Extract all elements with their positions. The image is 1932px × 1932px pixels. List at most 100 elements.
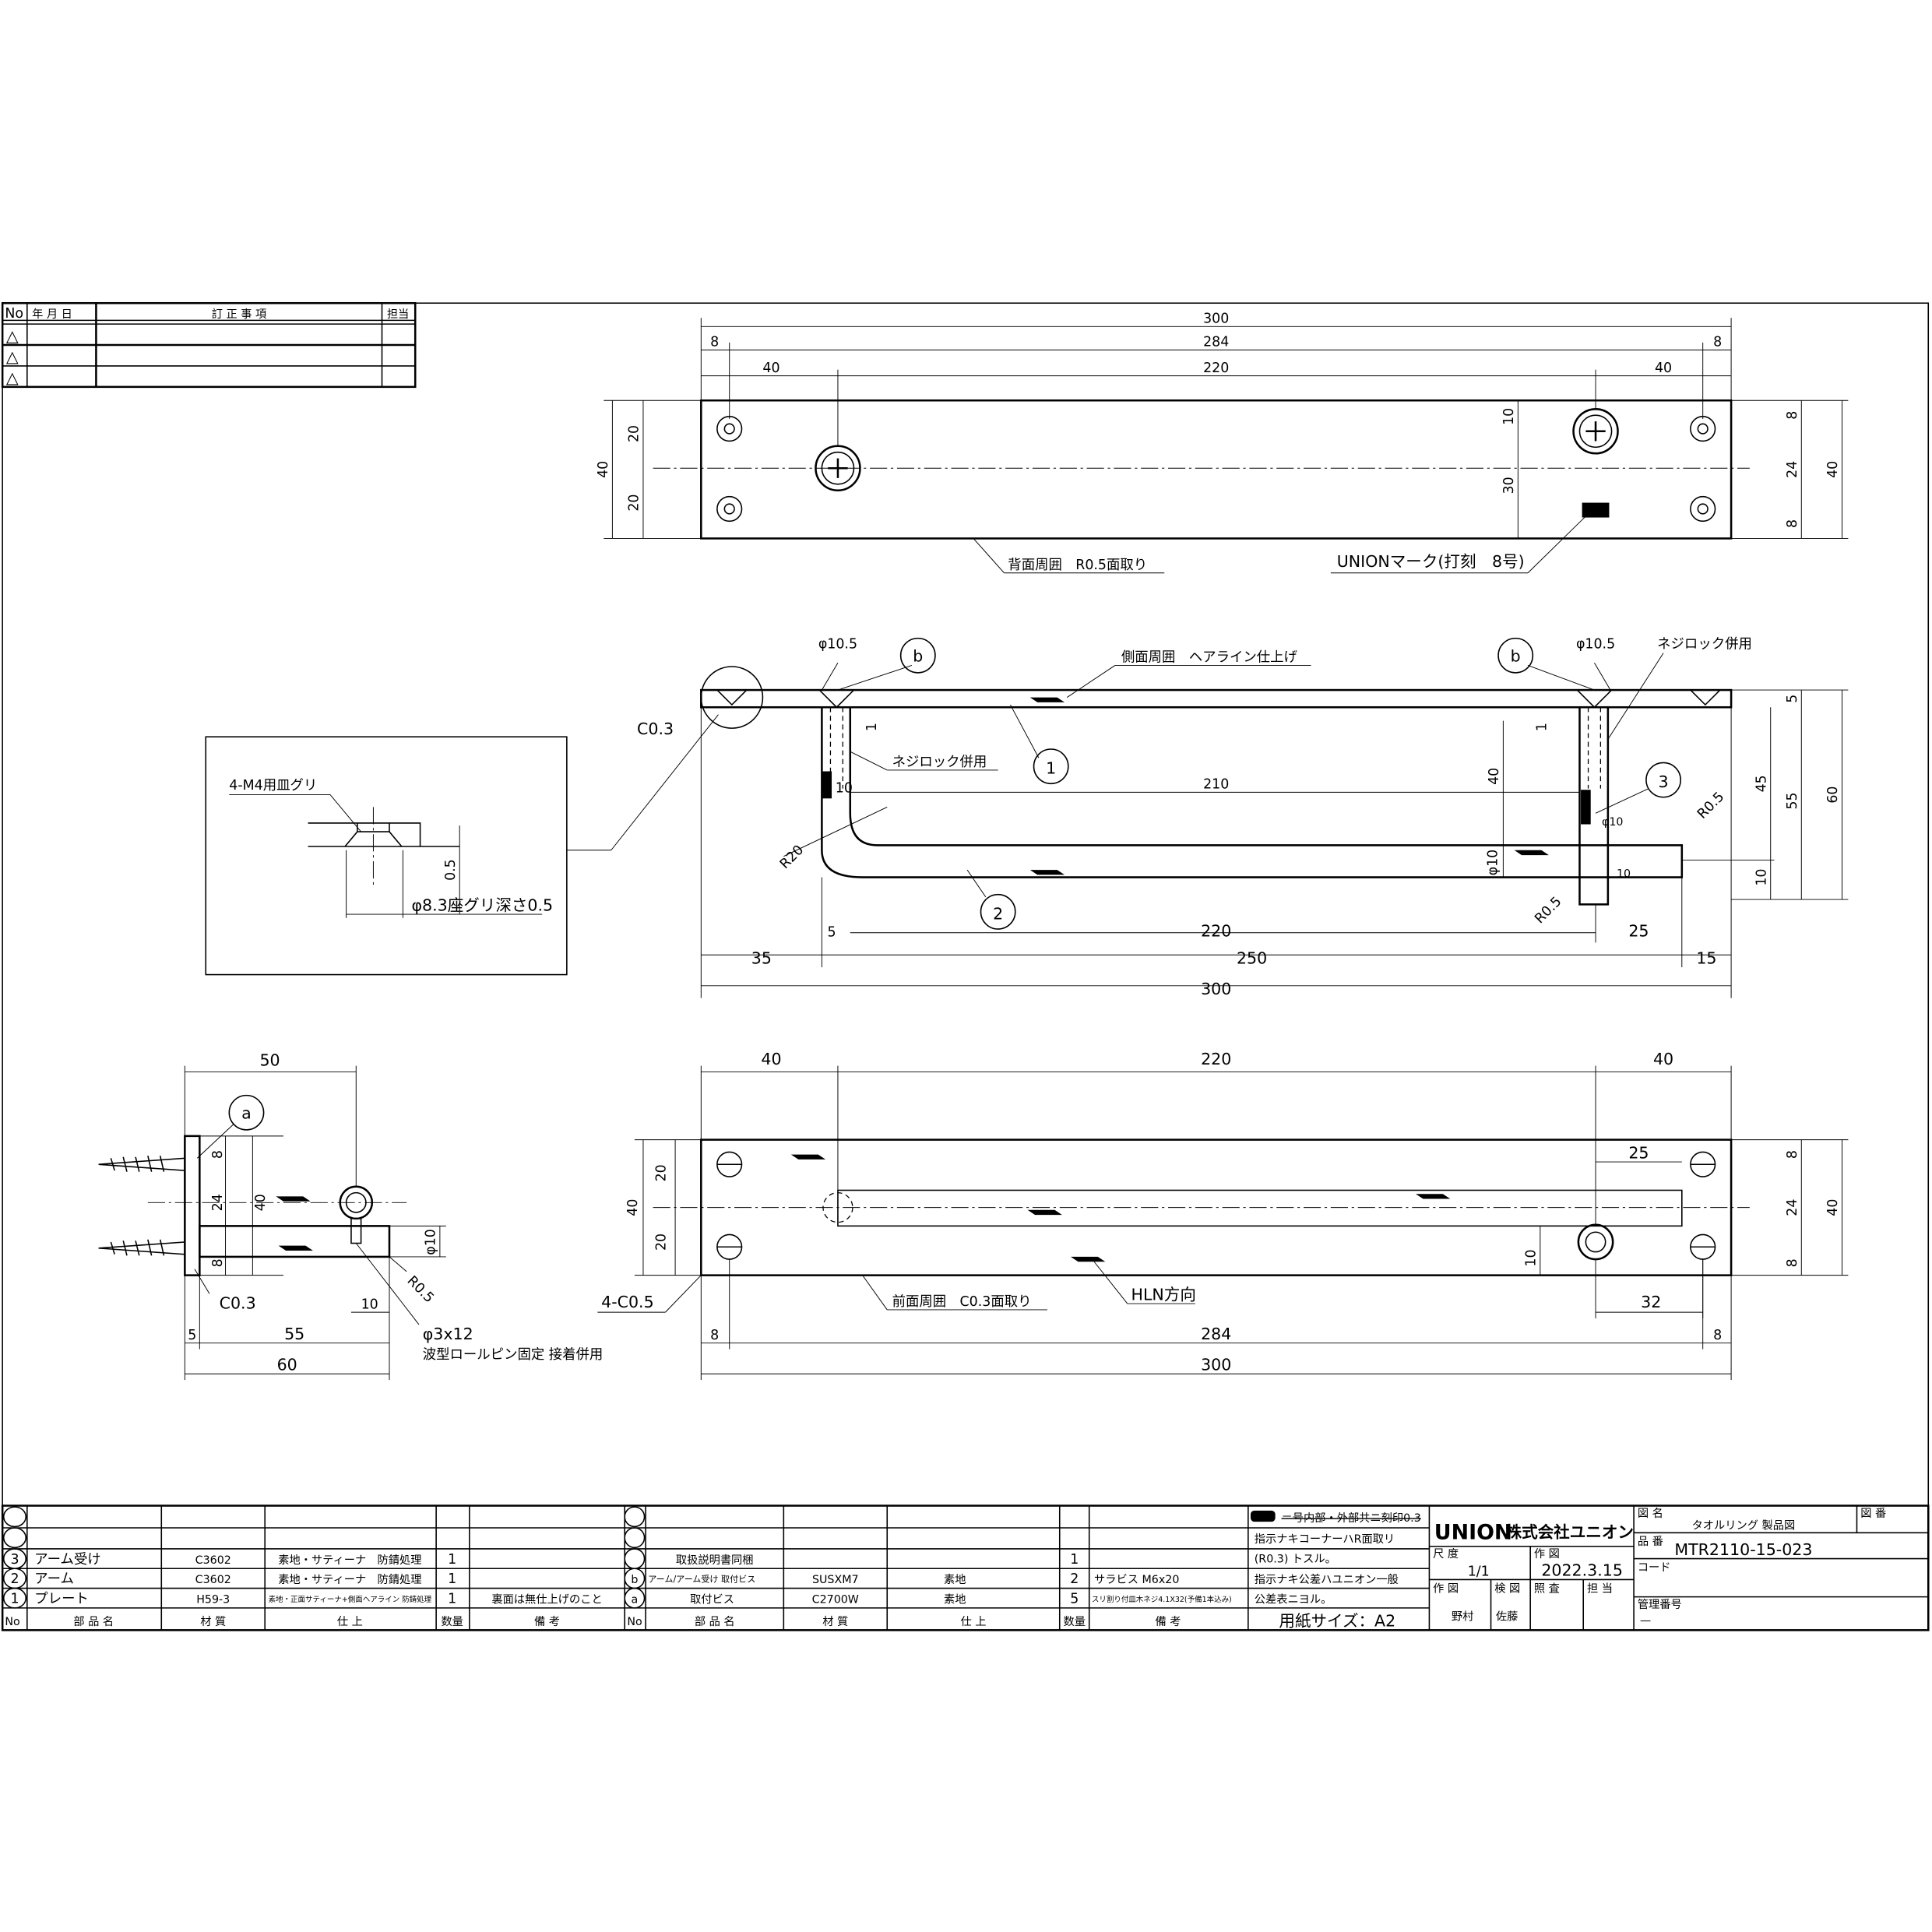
header-qty: 数量 [1064, 1615, 1086, 1628]
checked-label: 検 図 [1494, 1582, 1520, 1595]
dim-text: 8 [1713, 335, 1722, 350]
note-front-chamfer: 前面周囲 C0.3面取り [892, 1294, 1032, 1310]
rev-header-date: 年 月 日 [32, 308, 72, 321]
part-finish: 素地・サティーナ 防錆処理 [278, 1553, 421, 1567]
part-finish: 素地 [944, 1573, 966, 1586]
detail-view: 4-M4用皿グリ 0.5 φ8.3座グリ深さ0.5 [205, 736, 568, 976]
union-logo: UNION [1434, 1520, 1512, 1544]
part-qty: 2 [1070, 1571, 1079, 1587]
part-balloon-2: 2 [993, 904, 1003, 923]
mgmt-number: — [1640, 1614, 1651, 1627]
dim-text: 40 [596, 461, 611, 478]
dim-text: 250 [1237, 948, 1267, 967]
part-balloon-1: 1 [1046, 759, 1056, 778]
part-remarks: 裏面は無仕上げのこと [491, 1592, 602, 1606]
phillips-screw-icon [815, 408, 1619, 492]
dim-text: 15 [1696, 948, 1716, 967]
dim-text: 40 [762, 361, 779, 376]
dim-text: 10 [1501, 408, 1517, 425]
part-finish: 素地・サティーナ 防錆処理 [278, 1572, 421, 1586]
dim-text: 300 [1201, 1355, 1231, 1374]
drawn-date: 2022.3.15 [1541, 1561, 1623, 1580]
dim-text: 8 [710, 335, 719, 350]
general-note: 指示ナキコーナーハR面取リ [1255, 1533, 1395, 1546]
revision-table: No 年 月 日 訂 正 事 項 担当 △ △ △ [1, 301, 417, 389]
dim-text: 284 [1201, 1325, 1231, 1343]
part-material: SUSXM7 [812, 1574, 859, 1586]
top-view: 300 284 8 8 40 220 40 40 20 20 10 30 8 2… [596, 311, 1849, 574]
header-material: 材 質 [822, 1614, 848, 1628]
sheet-border [2, 302, 1930, 1631]
part-qty: 1 [1070, 1552, 1079, 1568]
rev-header-person: 担当 [387, 308, 409, 321]
part-name: プレート [34, 1592, 89, 1607]
rev-header-content: 訂 正 事 項 [212, 308, 267, 321]
drawn-date-label: 作 図 [1534, 1547, 1560, 1561]
part-material: C3602 [195, 1554, 231, 1567]
part-finish: 素地・正面サティーナ+側面ヘアライン 防錆処理 [269, 1595, 432, 1604]
part-qty: 1 [448, 1592, 456, 1607]
chamfer-label: C0.3 [637, 720, 674, 738]
part-no: 3 [10, 1552, 19, 1568]
dim-text: 0.5 [443, 859, 459, 881]
plate-side [700, 688, 1733, 709]
dim-text: R0.5 [1532, 894, 1564, 927]
part-name: 取扱説明書同梱 [676, 1554, 754, 1567]
note-screw-lock: ネジロック併用 [1657, 636, 1752, 652]
dim-text: 8 [1785, 1258, 1800, 1267]
header-no: No [5, 1616, 19, 1628]
part-name: アーム受け [34, 1552, 100, 1568]
parts-table: 3 アーム受け C3602 素地・サティーナ 防錆処理 1 2 アーム C360… [1, 1504, 1930, 1631]
ref-balloon-a: a [241, 1104, 252, 1123]
dim-text: 8 [210, 1258, 226, 1267]
part-qty: 1 [448, 1552, 456, 1568]
dim-text: 220 [1203, 361, 1229, 376]
part-no: 2 [10, 1571, 19, 1587]
dim-text: φ10 [1602, 816, 1624, 829]
screw-hole-icon [716, 416, 1716, 523]
drawn-by: 野村 [1452, 1610, 1473, 1624]
dim-text: φ10 [424, 1229, 439, 1255]
dim-text: 55 [1785, 792, 1800, 809]
part-no-label: 品 番 [1638, 1535, 1663, 1548]
chamfer-label: 4-C0.5 [601, 1293, 654, 1311]
dim-text: 1 [864, 723, 880, 731]
dim-text: 35 [751, 948, 772, 967]
charge-label: 担 当 [1587, 1582, 1613, 1595]
header-no: No [627, 1616, 642, 1628]
dim-text: 284 [1203, 335, 1229, 350]
dim-text: 8 [1713, 1328, 1722, 1343]
dim-text: 30 [1501, 477, 1517, 494]
dim-text: 8 [210, 1150, 226, 1159]
dim-text: φ10 [1485, 850, 1501, 876]
dim-text: 50 [259, 1051, 280, 1070]
part-qty: 5 [1070, 1592, 1079, 1607]
drawn-by-label: 作 図 [1433, 1582, 1459, 1595]
part-name: アーム/アーム受け 取付ビス [648, 1575, 755, 1585]
side-view: a 50 8 24 40 8 φ10 R0.5 C0.3 10 5 55 60 … [98, 1051, 603, 1381]
dim-text: 210 [1203, 777, 1229, 793]
drawing-title: タオルリング 製品図 [1692, 1519, 1796, 1533]
dim-text: 20 [653, 1233, 669, 1251]
dim-text: 55 [284, 1325, 304, 1343]
dim-text: 8 [1785, 1150, 1800, 1159]
scale-label: 尺 度 [1433, 1547, 1459, 1561]
rev-mark: △ [6, 368, 19, 387]
rev-mark: △ [6, 326, 19, 345]
face-view: 40 220 40 20 20 40 25 8 24 8 40 10 32 8 … [597, 1050, 1849, 1381]
note-side-hairline: 側面周囲 ヘアライン仕上げ [1121, 650, 1298, 666]
dim-text: 5 [1785, 695, 1800, 703]
front-view: φ10.5 φ10.5 b b 側面周囲 ヘアライン仕上げ ネジロック併用 ネジ… [566, 636, 1849, 998]
note-seat: φ8.3座グリ深さ0.5 [411, 896, 553, 914]
dim-text: R0.5 [404, 1273, 437, 1306]
dim-text: 8 [1785, 519, 1800, 528]
drawing-no-label: 図 番 [1860, 1507, 1886, 1520]
part-material: C3602 [195, 1574, 231, 1586]
general-note: ＝号内部・外部共ニ刻印0.3 [1282, 1511, 1421, 1525]
ref-balloon-b: b [1511, 647, 1521, 666]
checked-by: 佐藤 [1496, 1610, 1518, 1624]
rev-mark: △ [6, 347, 19, 366]
dim-text: 25 [1628, 1143, 1649, 1162]
dim-text: 220 [1201, 1050, 1231, 1068]
